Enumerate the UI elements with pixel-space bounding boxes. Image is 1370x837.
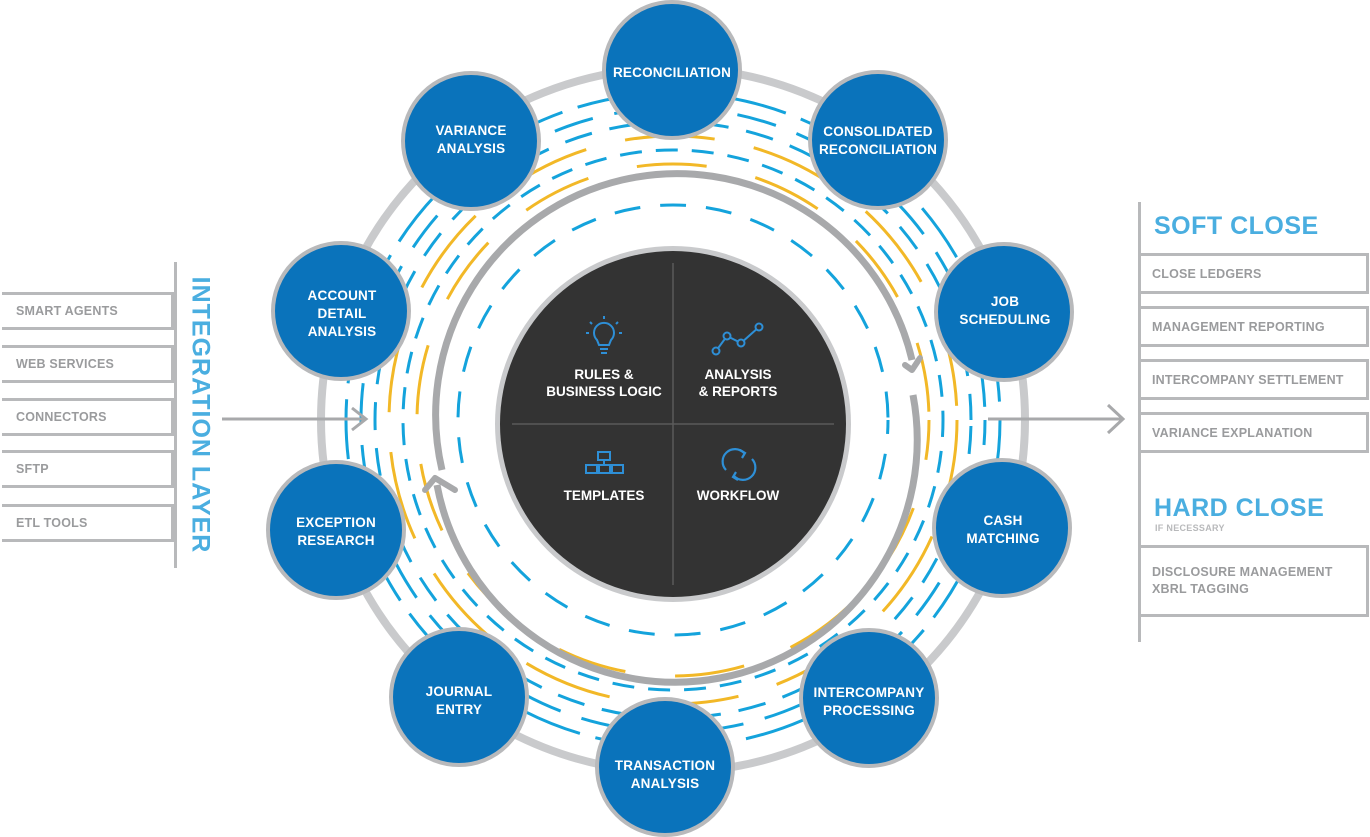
soft-close-item-variance-explanation: VARIANCE EXPLANATION [1141,412,1369,453]
node-line: MATCHING [966,531,1039,546]
dashed-ring-7 [456,203,890,637]
hard-close-line-xbrl: XBRL TAGGING [1152,582,1250,596]
core-rules-line-2: BUSINESS LOGIC [546,384,662,399]
core-workflow-line: WORKFLOW [697,488,780,503]
hard-close-item: DISCLOSURE MANAGEMENT XBRL TAGGING [1141,545,1369,617]
line-chart-icon [711,322,764,356]
integration-item-label: SFTP [16,462,49,476]
integration-item-web-services: WEB SERVICES [2,345,174,383]
node-line: ANALYSIS [631,776,700,791]
node-line: ANALYSIS [308,324,377,339]
node-job-scheduling: JOB SCHEDULING [934,242,1074,382]
node-journal-entry: JOURNAL ENTRY [389,627,529,767]
input-arrowhead [351,406,369,432]
soft-close-item-label: VARIANCE EXPLANATION [1152,425,1313,440]
refresh-icon [721,448,757,481]
node-account-detail-analysis: ACCOUNT DETAIL ANALYSIS [271,241,411,381]
core-rules-label: RULES & BUSINESS LOGIC [546,367,662,399]
node-line: SCHEDULING [959,312,1050,327]
node-intercompany-processing: INTERCOMPANY PROCESSING [799,628,939,768]
integration-item-etl-tools: ETL TOOLS [2,504,174,542]
lightbulb-icon [586,316,622,354]
hard-close-item-label: DISCLOSURE MANAGEMENT XBRL TAGGING [1152,564,1352,598]
inner-arrowhead-left [422,475,458,493]
node-line: INTERCOMPANY [814,685,925,700]
soft-close-item-label: INTERCOMPANY SETTLEMENT [1152,372,1344,387]
soft-close-item-management-reporting: MANAGEMENT REPORTING [1141,306,1369,347]
integration-item-label: ETL TOOLS [16,516,88,530]
core-templates-label: TEMPLATES [564,488,645,503]
soft-close-item-label: MANAGEMENT REPORTING [1152,319,1325,334]
node-line: TRANSACTION [615,758,715,773]
node-line: CONSOLIDATED [823,124,932,139]
integration-item-connectors: CONNECTORS [2,398,174,436]
integration-item-label: WEB SERVICES [16,357,115,371]
inner-arc-top [432,170,916,471]
soft-close-item-label: CLOSE LEDGERS [1152,266,1262,281]
node-line: VARIANCE [435,123,506,138]
core-analysis-line-1: ANALYSIS [704,367,771,382]
node-line: RESEARCH [297,533,374,548]
node-cash-matching: CASH MATCHING [932,458,1072,598]
close-bar [1138,202,1141,642]
node-line: RECONCILIATION [613,65,731,80]
svg-text:RECONCILIATION: RECONCILIATION [613,65,731,80]
dashed-ring-6 [415,162,931,678]
integration-item-label: CONNECTORS [16,410,107,424]
node-line: RECONCILIATION [819,142,937,157]
soft-close-title: SOFT CLOSE [1154,212,1319,240]
node-line: ANALYSIS [437,141,506,156]
node-exception-research: EXCEPTION RESEARCH [266,460,406,600]
integration-bar [174,262,177,568]
core-templates-line: TEMPLATES [564,488,645,503]
node-line: EXCEPTION [296,515,376,530]
node-line: ENTRY [436,702,482,717]
core-workflow-label: WORKFLOW [697,488,780,503]
core-analysis-label: ANALYSIS & REPORTS [699,367,778,399]
node-line: DETAIL [318,306,367,321]
node-reconciliation: RECONCILIATION [602,0,742,140]
node-line: JOURNAL [426,684,493,699]
node-line: CASH [983,513,1022,528]
node-consolidated-reconciliation: CONSOLIDATED RECONCILIATION [808,70,948,210]
node-line: PROCESSING [823,703,915,718]
integration-item-sftp: SFTP [2,450,174,488]
output-arrowhead [1106,403,1126,435]
core-rules-line-1: RULES & [574,367,634,382]
hierarchy-icon [585,451,624,474]
integration-item-smart-agents: SMART AGENTS [2,292,174,330]
hard-close-line-disclosure: DISCLOSURE MANAGEMENT [1152,565,1333,579]
dashed-ring-5 [401,148,945,692]
node-transaction-analysis: TRANSACTION ANALYSIS [595,697,735,837]
soft-close-item-close-ledgers: CLOSE LEDGERS [1141,253,1369,294]
soft-close-item-intercompany-settlement: INTERCOMPANY SETTLEMENT [1141,359,1369,400]
inner-arrowhead-right [902,355,923,373]
core-analysis-line-2: & REPORTS [699,384,778,399]
hard-close-subtitle: IF NECESSARY [1155,523,1225,533]
node-line: ACCOUNT [308,288,377,303]
hard-close-title: HARD CLOSE [1154,494,1325,522]
inner-arc-bottom [433,394,921,686]
node-variance-analysis: VARIANCE ANALYSIS [401,71,541,211]
integration-item-label: SMART AGENTS [16,304,118,318]
node-line: JOB [991,294,1019,309]
